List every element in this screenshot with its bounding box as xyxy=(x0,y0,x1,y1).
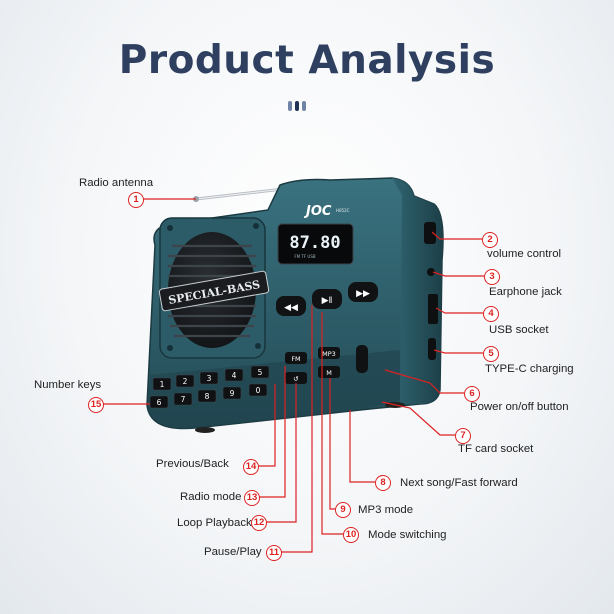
callout-7: 7 xyxy=(455,428,471,444)
callout-11: 11 xyxy=(266,545,282,561)
display-labels: FM TF USB xyxy=(294,254,316,259)
svg-text:▶▶: ▶▶ xyxy=(356,288,370,298)
label-previous-back: Previous/Back xyxy=(156,458,229,470)
callout-3: 3 xyxy=(484,269,500,285)
display-digits: 87.80 xyxy=(289,233,340,253)
callout-2: 2 xyxy=(482,232,498,248)
callout-10: 10 xyxy=(343,527,359,543)
label-type-c-charging: TYPE-C charging xyxy=(485,363,574,375)
label-pause-play: Pause/Play xyxy=(204,546,262,558)
label-power-button: Power on/off button xyxy=(470,401,569,413)
key-8: 8 xyxy=(205,392,210,401)
label-mp3-mode: MP3 mode xyxy=(358,504,414,516)
brand-logo: JOC xyxy=(303,204,332,219)
display-screen xyxy=(277,223,354,265)
callout-15: 15 xyxy=(88,397,104,413)
page-title: Product Analysis xyxy=(118,38,496,83)
callout-9: 9 xyxy=(335,502,351,518)
svg-text:↺: ↺ xyxy=(293,375,298,383)
label-radio-mode: Radio mode xyxy=(180,491,242,503)
label-loop-playback: Loop Playback xyxy=(177,517,252,529)
key-6: 6 xyxy=(157,398,162,407)
label-mode-switching: Mode switching xyxy=(368,529,447,541)
callout-leader-lines xyxy=(103,198,484,553)
model-label: H052C xyxy=(336,208,350,213)
callout-14: 14 xyxy=(243,459,259,475)
key-3: 3 xyxy=(207,374,212,383)
fm-button-label: FM xyxy=(291,355,300,363)
key-7: 7 xyxy=(181,395,186,404)
label-next-song: Next song/Fast forward xyxy=(400,477,518,489)
number-keypad xyxy=(149,365,270,409)
svg-text:◀◀: ◀◀ xyxy=(284,302,298,312)
callout-5: 5 xyxy=(483,346,499,362)
mode-button-label: M xyxy=(326,369,332,377)
side-ports xyxy=(424,222,438,360)
label-earphone-jack: Earphone jack xyxy=(489,286,562,298)
callout-6: 6 xyxy=(464,386,480,402)
decorative-dots xyxy=(288,101,328,111)
label-usb-socket: USB socket xyxy=(489,324,549,336)
svg-text:▶‖: ▶‖ xyxy=(322,295,333,305)
callout-8: 8 xyxy=(375,475,391,491)
mode-buttons xyxy=(285,345,368,384)
label-tf-card-socket: TF card socket xyxy=(458,443,534,455)
speaker-badge xyxy=(158,270,270,312)
label-radio-antenna: Radio antenna xyxy=(79,177,154,189)
key-0: 0 xyxy=(256,386,261,395)
callout-1: 1 xyxy=(128,192,144,208)
callout-12: 12 xyxy=(251,515,267,531)
callout-13: 13 xyxy=(244,490,260,506)
callout-4: 4 xyxy=(483,306,499,322)
key-5: 5 xyxy=(258,368,263,377)
label-number-keys: Number keys xyxy=(34,379,102,391)
label-volume-control: volume control xyxy=(487,248,562,260)
mp3-button-label: MP3 xyxy=(322,350,336,358)
key-1: 1 xyxy=(160,380,165,389)
key-9: 9 xyxy=(230,389,235,398)
key-4: 4 xyxy=(232,371,237,380)
transport-buttons: ◀◀ ▶‖ ▶▶ xyxy=(276,282,378,316)
key-2: 2 xyxy=(183,377,188,386)
